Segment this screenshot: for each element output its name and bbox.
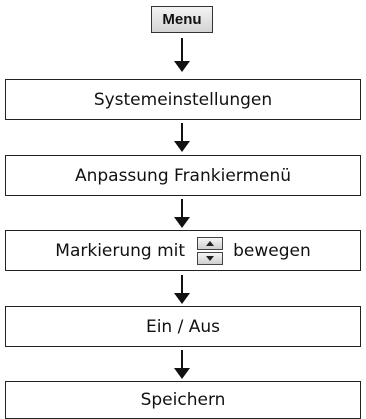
step-label-before: Markierung mit	[55, 240, 186, 261]
arrow-down-key-icon	[197, 251, 224, 265]
flow-arrow-4	[172, 275, 192, 304]
nav-keys	[197, 236, 224, 265]
step-speichern: Speichern	[5, 381, 361, 419]
flow-arrow-3	[172, 199, 192, 228]
flow-arrow-1	[172, 38, 192, 72]
step-label: Ein / Aus	[145, 316, 221, 337]
step-label-after: bewegen	[233, 240, 311, 261]
step-systemeinstellungen: Systemeinstellungen	[5, 79, 361, 120]
step-markierung-bewegen: Markierung mit bewegen	[5, 230, 361, 271]
step-ein-aus: Ein / Aus	[5, 306, 361, 347]
menu-key: Menu	[151, 6, 213, 33]
arrow-up-key-icon	[197, 236, 224, 250]
flow-arrow-5	[172, 350, 192, 379]
step-label: Systemeinstellungen	[93, 89, 273, 110]
step-label: Anpassung Frankiermenü	[74, 165, 292, 186]
step-anpassung-frankiermenue: Anpassung Frankiermenü	[5, 155, 361, 196]
step-label: Speichern	[140, 390, 226, 410]
flow-arrow-2	[172, 123, 192, 152]
